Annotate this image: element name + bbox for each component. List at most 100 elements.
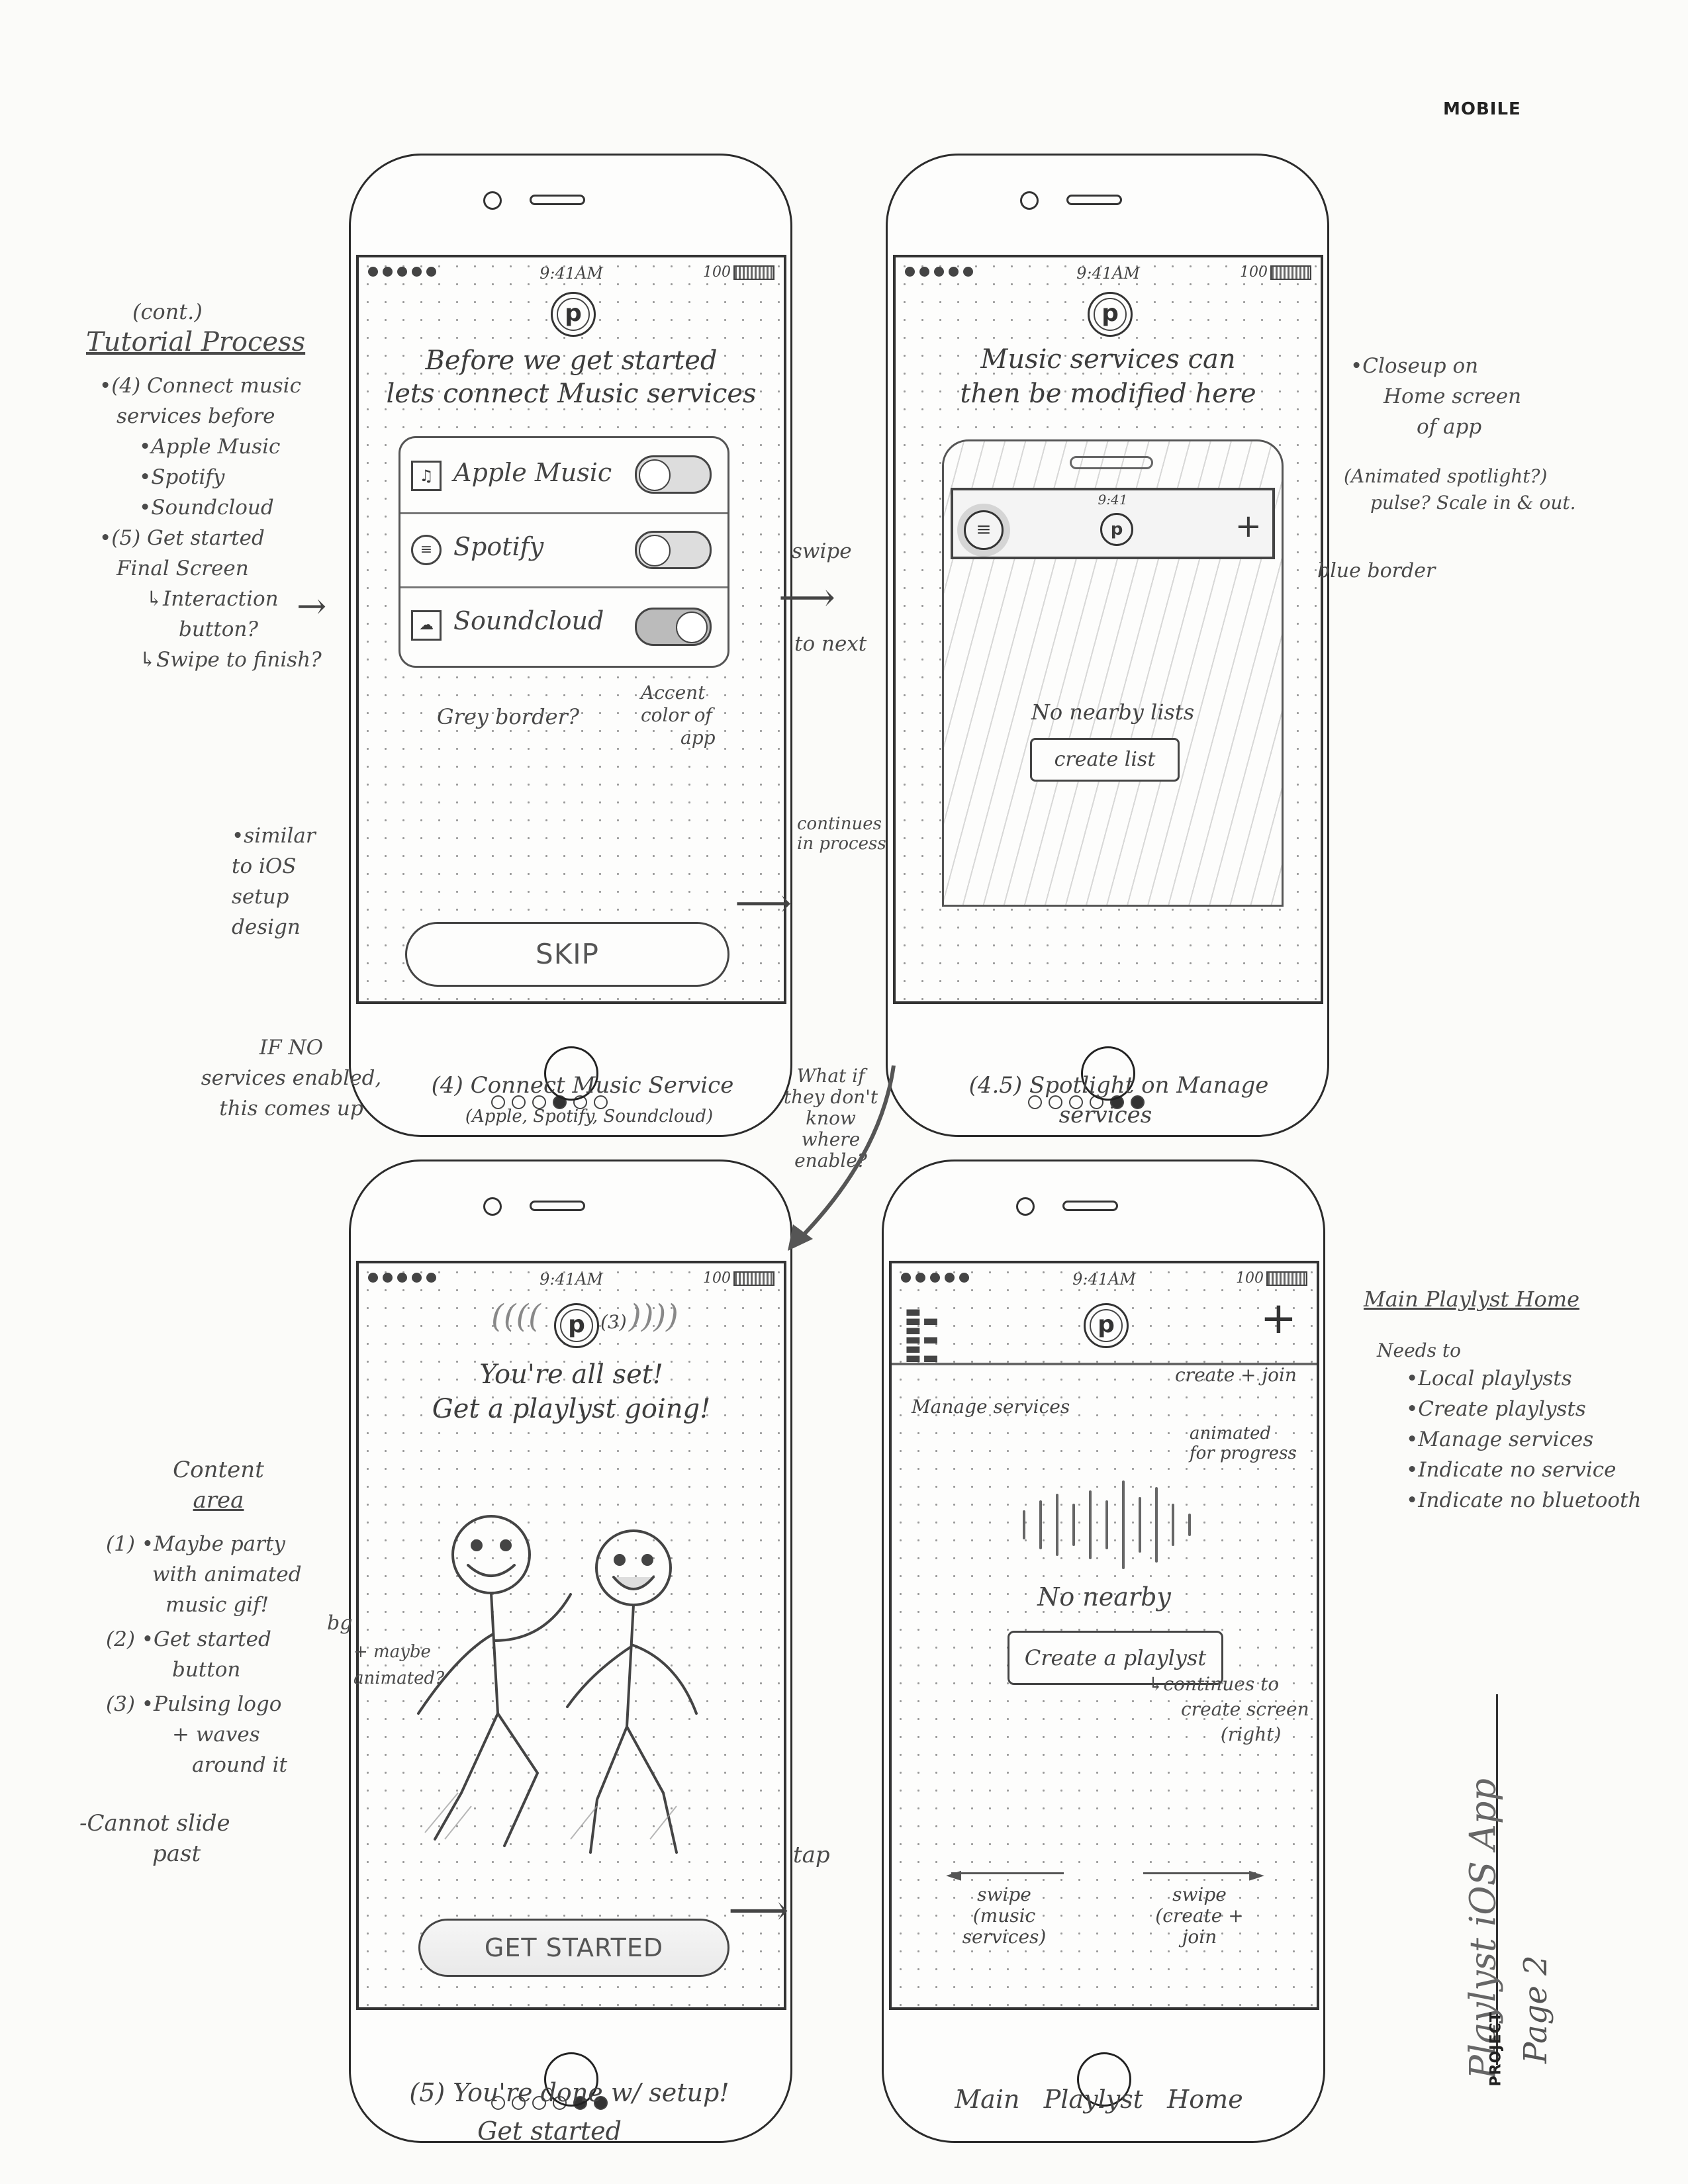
- project-divider: [1496, 1694, 1498, 2065]
- app-logo-icon: p: [1084, 1303, 1129, 1348]
- battery-indicator: 100: [703, 1270, 774, 1287]
- screen-connect-services: 9:41AM 100 p Before we get started lets …: [356, 255, 786, 1004]
- note-line: services enabled,: [201, 1066, 382, 1090]
- phone-frame-connect-services: 9:41AM 100 p Before we get started lets …: [349, 154, 792, 1137]
- service-row-apple-music[interactable]: ♫ Apple Music: [400, 438, 727, 514]
- waves-right-icon: )))): [629, 1298, 679, 1335]
- note-animated-line-2: for progress: [1190, 1443, 1297, 1463]
- note-line: -Cannot slide: [79, 1810, 230, 1837]
- note-line: + maybe: [353, 1642, 431, 1662]
- battery-icon: [1266, 1271, 1307, 1286]
- soundcloud-toggle[interactable]: [635, 608, 712, 646]
- screen-main-home: 9:41AM 100 ▬ ▬▬▬ ▬▬▬ ▬▬ p + Manage servi…: [889, 1261, 1319, 2010]
- create-playlist-button[interactable]: Create a playlyst: [1008, 1631, 1223, 1685]
- note-line: to iOS: [232, 854, 297, 878]
- note-bg: bg: [327, 1612, 353, 1635]
- note-line: music gif!: [165, 1593, 269, 1617]
- swipe-left-line-2: (music: [972, 1905, 1036, 1927]
- swipe-left-arrow: [951, 1872, 1064, 1874]
- note-continues-create: ↳continues to create screen (right): [1148, 1672, 1309, 1747]
- note-spotlight: (Animated spotlight?) pulse? Scale in & …: [1344, 463, 1576, 516]
- add-icon[interactable]: +: [1260, 1293, 1297, 1343]
- speaker-icon: [1066, 195, 1122, 205]
- signal-dots-icon: [905, 267, 973, 277]
- battery-indicator: 100: [703, 264, 774, 281]
- phone-frame-spotlight: 9:41AM 100 p Music services can then be …: [886, 154, 1329, 1137]
- note-manage-services: Manage services: [912, 1396, 1070, 1418]
- note-tap: tap: [793, 1842, 830, 1868]
- arrow-right-icon: ⟶: [728, 1886, 789, 1935]
- note-line: area: [193, 1487, 244, 1514]
- arrow-right-icon: →: [297, 585, 327, 627]
- headline-line-2: Get a playlyst going!: [432, 1394, 711, 1424]
- waves-left-icon: ((((: [491, 1298, 541, 1335]
- get-started-button[interactable]: GET STARTED: [418, 1919, 729, 1977]
- signal-dots-icon: [901, 1273, 969, 1283]
- note-line: •Manage services: [1406, 1428, 1594, 1451]
- apple-music-icon: ♫: [411, 461, 442, 491]
- page-indicator: [1028, 1095, 1145, 1109]
- note-line: (1) •Maybe party: [106, 1532, 285, 1556]
- arrow-left-icon: ◄: [946, 1863, 962, 1886]
- speaker-icon: [1062, 1201, 1118, 1211]
- note-line: continues: [797, 814, 882, 834]
- service-name: Apple Music: [453, 458, 612, 487]
- apple-music-toggle[interactable]: [635, 455, 712, 494]
- note-main-title: Main Playlyst Home: [1364, 1287, 1579, 1312]
- note-line: (2) •Get started: [106, 1627, 271, 1651]
- note-grey-border: Grey border?: [437, 704, 579, 729]
- skip-button[interactable]: SKIP: [405, 922, 729, 987]
- headline-line-2: then be modified here: [960, 379, 1256, 409]
- status-bar: 9:41AM 100: [901, 1270, 1307, 1290]
- screen-all-set: 9:41AM 100 (((( p (3) )))) You're all se…: [356, 1261, 786, 2010]
- home-button[interactable]: [544, 1046, 598, 1101]
- services-list: ♫ Apple Music ≡ Spotify ☁ Soundcloud: [399, 436, 729, 668]
- note-line: •Indicate no bluetooth: [1406, 1488, 1642, 1512]
- note-closeup: •Closeup on Home screen of app: [1350, 351, 1521, 442]
- manage-services-icon[interactable]: ≡: [964, 510, 1004, 550]
- note-line: •(4) Connect music: [99, 374, 301, 398]
- note-animated-line-1: animated: [1190, 1424, 1272, 1443]
- home-button[interactable]: [544, 2052, 598, 2107]
- headline-line-2: lets connect Music services: [386, 379, 757, 409]
- note-needs-to: Needs to: [1377, 1340, 1461, 1361]
- add-icon[interactable]: +: [1235, 508, 1262, 545]
- note-line: of app: [1417, 415, 1482, 439]
- signal-dots-icon: [368, 1273, 436, 1283]
- swipe-right-hint: swipe(create +join: [1137, 1884, 1262, 1948]
- note-line: + waves: [172, 1723, 260, 1747]
- pulsing-logo-icon: p: [554, 1303, 599, 1348]
- create-list-button[interactable]: create list: [1030, 738, 1180, 782]
- battery-indicator: 100: [1240, 264, 1311, 281]
- note-line: know: [806, 1107, 856, 1129]
- project-label: PROJECT: [1487, 2011, 1505, 2087]
- note-line: (3) •Pulsing logo: [106, 1692, 282, 1716]
- headline-line-1: Music services can: [980, 344, 1236, 375]
- note-line: design: [232, 915, 301, 939]
- service-row-spotify[interactable]: ≡ Spotify: [400, 512, 727, 588]
- battery-icon: [733, 1271, 774, 1286]
- service-row-soundcloud[interactable]: ☁ Soundcloud: [400, 586, 727, 664]
- note-if-no-services: IF NO services enabled, this comes up: [199, 1032, 384, 1124]
- logo-note: (3): [600, 1311, 627, 1333]
- arrow-right-icon: ⟶: [778, 574, 836, 621]
- spotify-toggle[interactable]: [635, 531, 712, 569]
- manage-services-icon[interactable]: ▬ ▬▬▬ ▬▬▬ ▬▬: [905, 1302, 941, 1368]
- caption-screen-5-sub: Get started: [477, 2116, 622, 2146]
- note-line: color of: [641, 704, 712, 726]
- caption-screen-4-5-sub: services: [1058, 1102, 1152, 1128]
- battery-level: 100: [703, 1270, 731, 1287]
- note-line: pulse? Scale in & out.: [1370, 492, 1576, 514]
- home-screen-closeup: 9:41 ≡ p + No nearby lists create list: [942, 439, 1284, 907]
- swipe-right-line-3: join: [1182, 1926, 1217, 1948]
- camera-icon: [1016, 1197, 1035, 1216]
- headline-line-1: You're all set!: [479, 1359, 663, 1390]
- home-button[interactable]: [1077, 2052, 1131, 2107]
- status-time: 9:41AM: [539, 1270, 603, 1289]
- note-line: animated?: [353, 1668, 445, 1688]
- note-line: ↳continues to: [1148, 1673, 1280, 1695]
- home-button[interactable]: [1081, 1046, 1135, 1101]
- note-line: where: [801, 1128, 861, 1150]
- mini-status-time: 9:41: [1098, 492, 1128, 508]
